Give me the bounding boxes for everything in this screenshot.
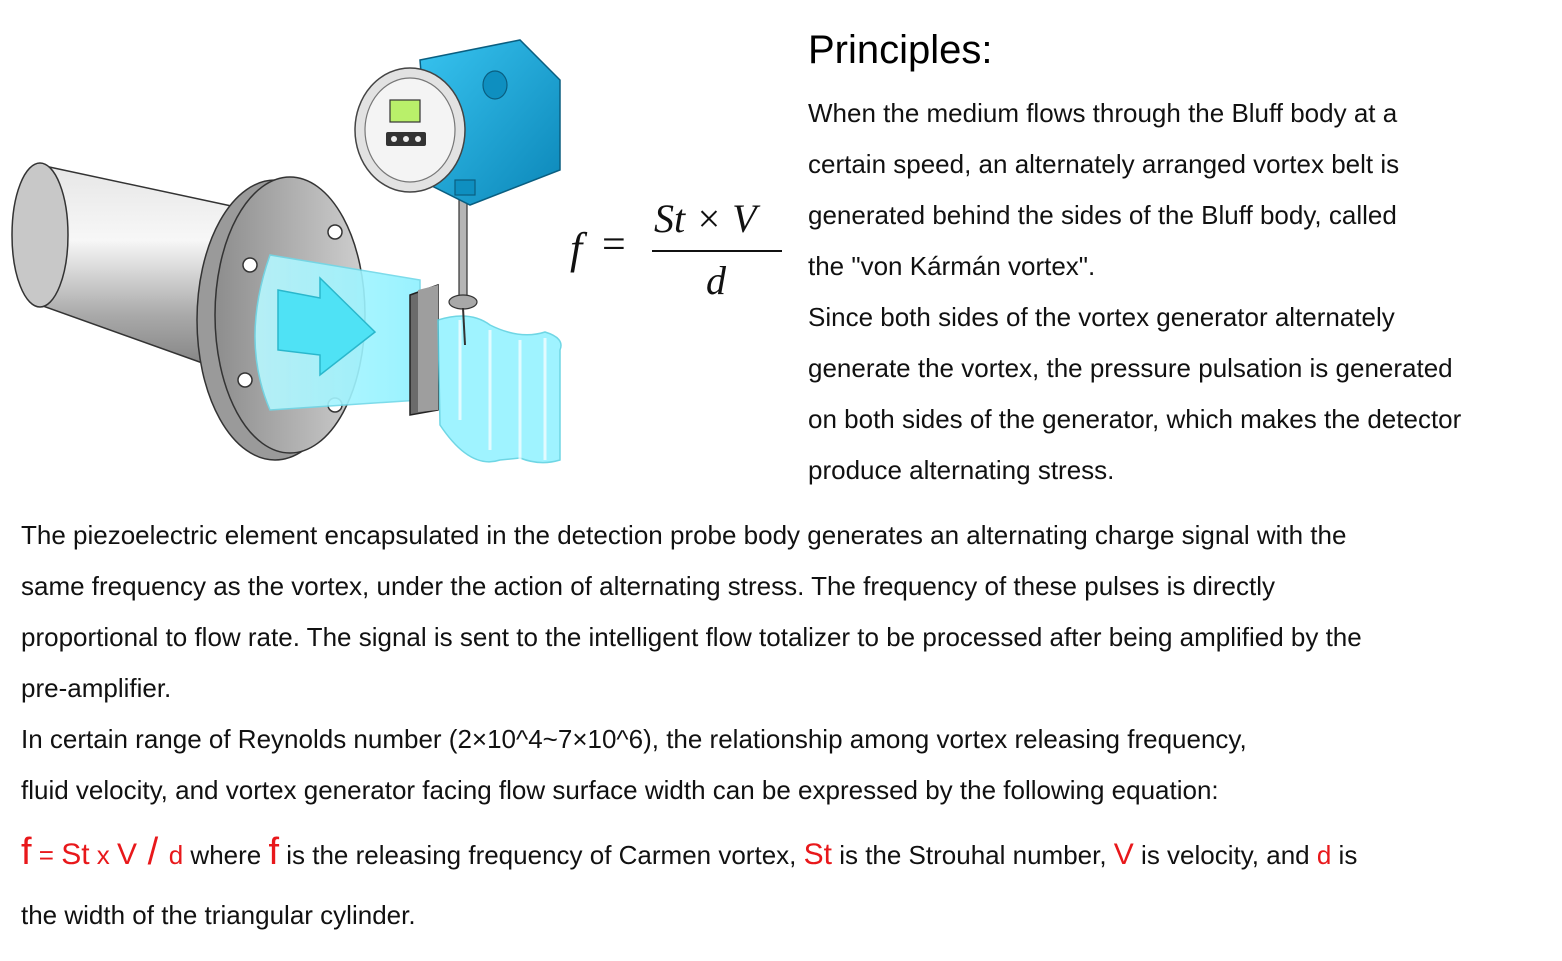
eq-text-is: is	[1331, 840, 1358, 870]
text-line: pre-amplifier.	[21, 673, 172, 703]
eq-slash: /	[137, 831, 169, 873]
text-line: generate the vortex, the pressure pulsat…	[808, 353, 1453, 383]
bluff-body	[409, 283, 439, 416]
text-line: Since both sides of the vortex generator…	[808, 302, 1395, 332]
formula-lhs: f	[570, 224, 583, 273]
formula-numerator: St × V	[654, 196, 757, 241]
flow-arrow-icon	[277, 276, 377, 377]
eq-v-inline: V	[1113, 838, 1134, 871]
text-line: The piezoelectric element encapsulated i…	[21, 520, 1347, 550]
formula-equals: =	[602, 222, 626, 268]
eq-d-inline: d	[1316, 840, 1332, 870]
eq-f-inline: f	[268, 831, 280, 873]
text-line: proportional to flow rate. The signal is…	[21, 622, 1362, 652]
text-line: generated behind the sides of the Bluff …	[808, 200, 1397, 230]
vortex-flowmeter-illustration	[11, 39, 562, 464]
page-title: Principles:	[808, 28, 993, 72]
fraction-bar	[652, 250, 782, 252]
eq-st: St	[61, 838, 90, 871]
text-line: When the medium flows through the Bluff …	[808, 98, 1398, 128]
text-line: fluid velocity, and vortex generator fac…	[21, 775, 1219, 805]
formula-denominator: d	[706, 258, 726, 303]
transmitter-housing	[354, 39, 561, 206]
equation-explanation-line: f = St x V / d where f is the releasing …	[21, 822, 1357, 885]
text-line: produce alternating stress.	[808, 455, 1115, 485]
eq-text-where: where	[183, 840, 269, 870]
eq-st-inline: St	[803, 838, 832, 871]
text-line: In certain range of Reynolds number (2×1…	[21, 724, 1247, 754]
eq-equals: =	[31, 840, 62, 870]
eq-text-velocity: is velocity, and	[1133, 840, 1317, 870]
eq-d: d	[168, 840, 184, 870]
principles-paragraph: When the medium flows through the Bluff …	[808, 88, 1553, 496]
body-paragraph: The piezoelectric element encapsulated i…	[21, 510, 1551, 816]
lcd-display-icon	[389, 99, 421, 123]
text-line: on both sides of the generator, which ma…	[808, 404, 1462, 434]
final-text-line: the width of the triangular cylinder.	[21, 900, 416, 930]
frequency-formula: f = St × V d	[560, 195, 800, 305]
text-line: the "von Kármán vortex".	[808, 251, 1096, 281]
flow-region	[254, 254, 421, 411]
eq-text-strouhal: is the Strouhal number,	[831, 840, 1114, 870]
text-line: certain speed, an alternately arranged v…	[808, 149, 1400, 179]
text-line: same frequency as the vortex, under the …	[21, 571, 1275, 601]
vortex-street	[437, 315, 562, 464]
probe	[448, 189, 478, 346]
eq-f: f	[21, 831, 32, 873]
eq-text-freq: is the releasing frequency of Carmen vor…	[279, 840, 804, 870]
eq-v: V	[117, 838, 138, 871]
eq-times: x	[89, 840, 118, 870]
